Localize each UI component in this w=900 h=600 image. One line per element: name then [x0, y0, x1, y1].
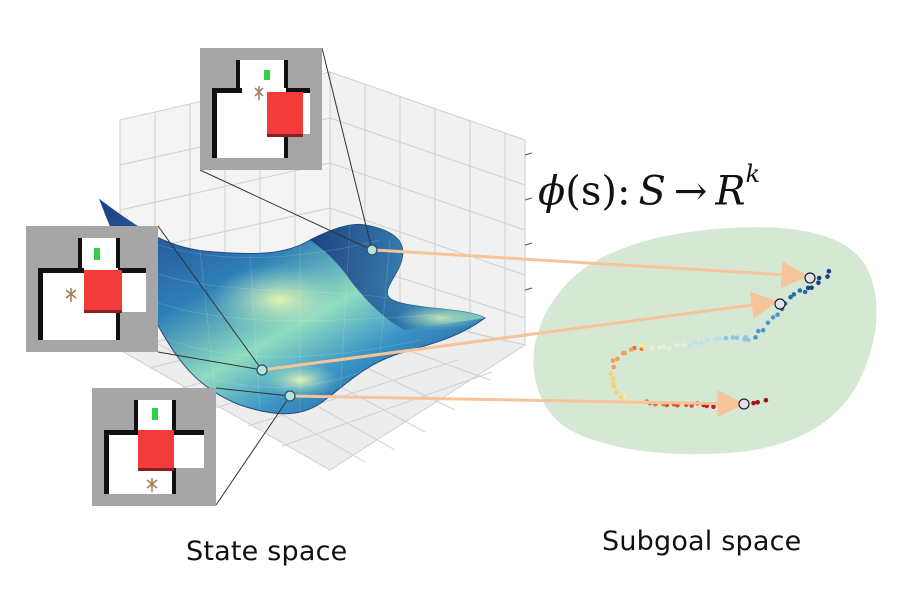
subgoal-point — [809, 285, 814, 290]
agent-goal-icon — [152, 408, 158, 420]
subgoal-point — [756, 329, 761, 334]
subgoal-point — [699, 341, 704, 346]
state-space-caption: State space — [186, 536, 347, 567]
subgoal-point — [803, 290, 808, 295]
subgoal-point — [682, 343, 687, 348]
subgoal-point — [764, 398, 769, 403]
subgoal-point — [688, 344, 693, 349]
subgoal-point — [711, 405, 716, 410]
subgoal-point — [753, 335, 758, 340]
subgoal-point — [766, 321, 771, 326]
subgoal-point — [751, 401, 756, 406]
subgoal-point — [827, 269, 832, 274]
subgoal-point — [816, 280, 821, 285]
phi-symbol: ϕ — [538, 168, 565, 214]
subgoal-point — [792, 292, 797, 297]
subgoal-point — [771, 315, 776, 320]
subgoal-point — [642, 346, 647, 351]
formula-colon: : — [617, 168, 630, 214]
subgoal-point — [611, 358, 616, 363]
formula-exponent: k — [746, 160, 761, 188]
state-thumbnail-bottom — [92, 388, 216, 506]
subgoal-point — [675, 343, 680, 348]
subgoal-point — [798, 288, 803, 293]
subgoal-point — [825, 274, 830, 279]
subgoal-point — [731, 335, 736, 340]
agent-goal-icon — [94, 248, 100, 260]
agent-goal-icon — [264, 70, 270, 80]
subgoal-point — [724, 336, 729, 341]
formula-args: (s) — [565, 168, 617, 214]
formula-domain: S — [639, 168, 666, 214]
state-thumbnail-middle — [26, 226, 158, 352]
subgoal-point — [608, 371, 613, 376]
subgoal-point — [705, 337, 710, 342]
formula-codomain: R — [715, 168, 745, 214]
subgoal-point — [612, 384, 617, 389]
subgoal-point — [614, 390, 619, 395]
embedding-formula: ϕ(s): S → Rk — [538, 168, 760, 214]
subgoal-point — [667, 346, 672, 351]
subgoal-point — [717, 336, 722, 341]
subgoal-space-caption: Subgoal space — [602, 526, 801, 557]
state-thumbnail-top — [200, 48, 322, 170]
subgoal-point — [658, 345, 663, 350]
subgoal-point — [775, 312, 780, 317]
formula-arrow: → — [674, 168, 708, 214]
subgoal-point — [615, 357, 620, 362]
subgoal-point — [650, 345, 655, 350]
subgoal-point — [611, 376, 616, 381]
subgoal-point — [817, 276, 822, 281]
subgoal-point — [761, 328, 766, 333]
subgoal-point — [693, 340, 698, 345]
subgoal-point — [639, 343, 644, 348]
subgoal-point — [621, 351, 626, 356]
subgoal-point — [755, 400, 760, 405]
subgoal-point — [746, 338, 751, 343]
subgoal-point — [735, 336, 740, 341]
subgoal-point — [629, 347, 634, 352]
subgoal-point — [611, 365, 616, 370]
subgoal-point — [662, 344, 667, 349]
subgoal-region — [533, 227, 876, 454]
subgoal-point — [623, 395, 628, 400]
